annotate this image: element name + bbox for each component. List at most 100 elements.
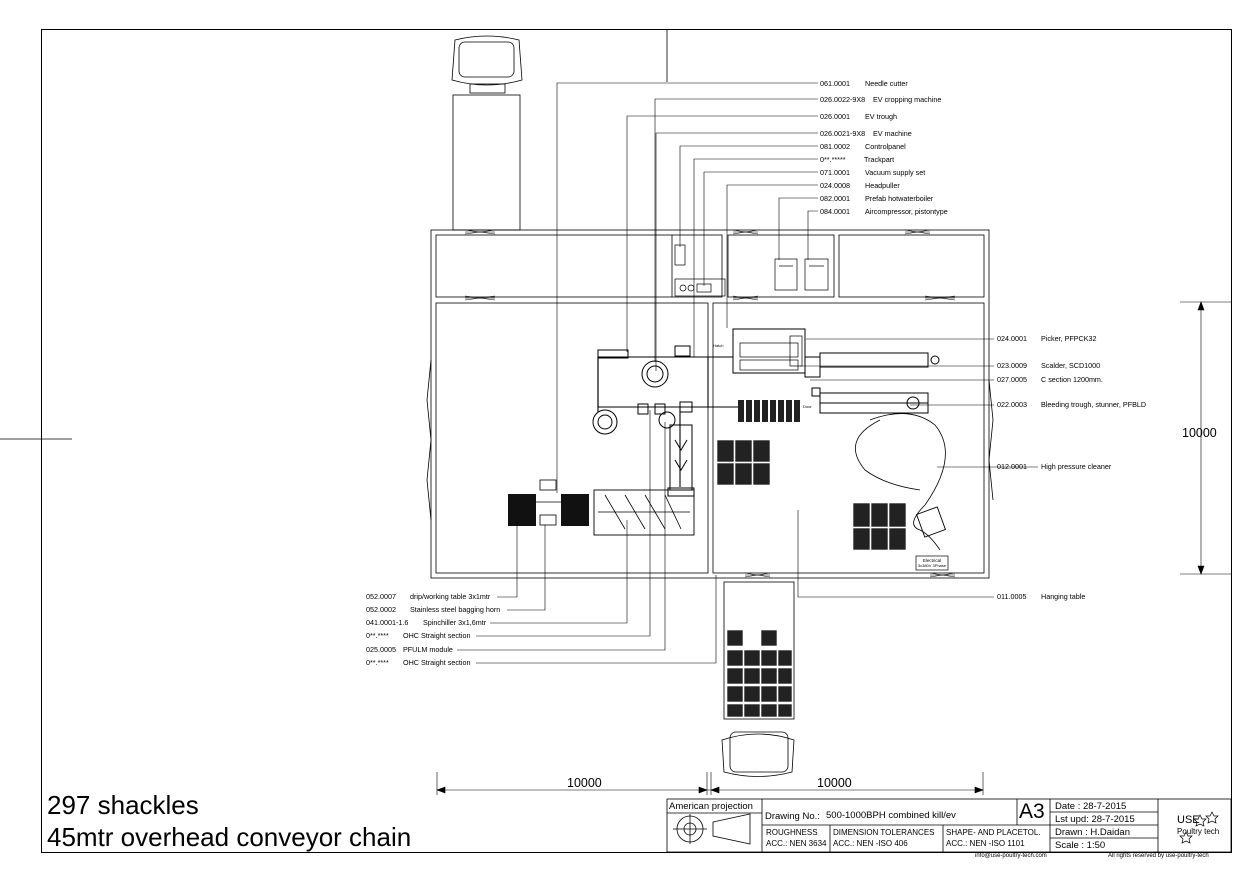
- top-text-5: Trackpart: [864, 155, 894, 164]
- overhead-conveyor-track: [597, 356, 740, 487]
- bottom-text-5: OHC Straight section: [403, 658, 471, 667]
- dimension-vertical: [1180, 301, 1231, 575]
- right-code-1: 023.0009: [997, 361, 1027, 370]
- high-pressure-cleaner-hose: [869, 413, 946, 551]
- bottom-code-2: 041.0001-1.6: [366, 618, 408, 627]
- sheet-size: A3: [1019, 800, 1045, 823]
- scale: Scale : 1:50: [1055, 840, 1106, 851]
- top-text-2: EV trough: [865, 112, 897, 121]
- bottom-code-4: 025.0005: [366, 645, 396, 654]
- top-code-0: 061.0001: [820, 79, 850, 88]
- top-code-7: 024.0008: [820, 181, 850, 190]
- company-name: USE: [1177, 814, 1200, 826]
- title-block-grid: [666, 798, 1232, 853]
- right-code-0: 024.0001: [997, 334, 1027, 343]
- picker: [732, 328, 806, 374]
- door-markers: [464, 229, 956, 578]
- labels-bottom: 052.0007 drip/working table 3x1mtr 052.0…: [366, 592, 500, 667]
- dimension-horizontal: [436, 772, 984, 795]
- drawn-by: Drawn : H.Daidan: [1055, 827, 1130, 838]
- crates-right: [852, 502, 907, 551]
- last-update: Lst upd: 28-7-2015: [1055, 814, 1135, 825]
- electrical-box: [915, 555, 949, 571]
- top-text-8: Prefab hotwaterboiler: [865, 194, 934, 203]
- tolerances-label: DIMENSION TOLERANCES: [833, 828, 935, 837]
- truck-top: [451, 35, 523, 231]
- electrical-label: Electrical: [923, 558, 941, 563]
- right-code-5: 011.0005: [997, 592, 1026, 601]
- bottom-code-0: 052.0007: [366, 592, 396, 601]
- top-text-4: Controlpanel: [865, 142, 906, 151]
- leader-lines-bottom: [457, 410, 717, 664]
- drawing-number-label: Drawing No.:: [765, 811, 820, 822]
- right-code-3: 022.0003: [997, 400, 1027, 409]
- dimension-left-value: 10000: [567, 776, 602, 790]
- dimension-vertical-value: 10000: [1182, 426, 1217, 440]
- right-code-2: 027.0005: [997, 375, 1027, 384]
- bagging-horn: [536, 479, 561, 526]
- electrical-sub-label: 3x380V 3Phase: [918, 563, 947, 568]
- top-text-1: EV cropping machine: [873, 95, 941, 104]
- bottom-text-0: drip/working table 3x1mtr: [410, 592, 491, 601]
- note-shackles: 297 shackles: [47, 790, 199, 820]
- high-pressure-cleaner: [915, 506, 947, 538]
- high-pressure-cleaner-loop: [855, 419, 921, 491]
- top-code-2: 026.0001: [820, 112, 850, 121]
- top-code-3: 026.0021-9X8: [820, 129, 865, 138]
- labels-top: 061.0001 Needle cutter 026.0022-9X8 EV c…: [820, 79, 948, 216]
- right-text-0: Picker, PFPCK32: [1041, 334, 1097, 343]
- conveyor-wheels: [592, 345, 693, 435]
- bottom-code-5: 0**.****: [366, 658, 389, 667]
- top-code-4: 081.0002: [820, 142, 850, 151]
- right-text-4: High pressure cleaner: [1041, 462, 1112, 471]
- bottom-code-1: 052.0002: [366, 605, 396, 614]
- hatch-label: Hatch: [713, 343, 723, 348]
- top-text-9: Aircompressor, pistontype: [865, 207, 948, 216]
- drip-table-right: [561, 494, 589, 526]
- top-code-6: 071.0001: [820, 168, 850, 177]
- drawing-number: 500-1000BPH combined kill/ev: [826, 810, 956, 821]
- date: Date : 28-7-2015: [1055, 801, 1127, 812]
- crate-stack-line: [738, 400, 800, 422]
- boiler-units: [774, 258, 829, 291]
- top-text-0: Needle cutter: [865, 79, 908, 88]
- right-text-1: Scalder, SCD1000: [1041, 361, 1100, 370]
- building-walls: [426, 229, 994, 579]
- drip-table-left: [508, 494, 536, 526]
- ev-machine: [667, 424, 695, 497]
- right-text-5: Hanging table: [1041, 592, 1085, 601]
- crates-on-truck: [726, 629, 793, 718]
- bottom-text-4: PFULM module: [403, 645, 453, 654]
- leader-lines-right: [797, 338, 1038, 598]
- shape-label: SHAPE- AND PLACETOL.: [946, 828, 1041, 837]
- truck-bottom: [721, 581, 795, 777]
- control-panel-unit: [674, 244, 726, 297]
- top-text-7: Headpuller: [865, 181, 900, 190]
- top-text-6: Vacuum supply set: [865, 168, 925, 177]
- bleeding-trough: [811, 387, 929, 414]
- drawing-frame: [41, 29, 1232, 853]
- spinchiller-auger: [598, 494, 690, 530]
- projection-label: American projection: [669, 801, 753, 812]
- top-code-1: 026.0022-9X8: [820, 95, 865, 104]
- top-code-9: 084.0001: [820, 207, 850, 216]
- company-subtitle: Poultry tech: [1177, 827, 1220, 836]
- scalder: [804, 352, 940, 378]
- picker-detail: [739, 335, 803, 371]
- right-text-2: C section 1200mm.: [1041, 375, 1103, 384]
- door-label: Door: [803, 404, 812, 409]
- right-text-3: Bleeding trough, stunner, PFBLD: [1041, 400, 1146, 409]
- bottom-text-2: Spinchiller 3x1,6mtr: [423, 618, 487, 627]
- leader-lines-top: [556, 82, 818, 493]
- tolerances-value: ACC.: NEN -ISO 406: [833, 839, 908, 848]
- projection-symbol: [673, 813, 751, 845]
- company-email: info@use-poultry-tech.com: [975, 853, 1047, 859]
- spinchiller: [593, 489, 695, 536]
- bottom-code-3: 0**.****: [366, 631, 389, 640]
- right-code-4: 012.0001: [997, 462, 1027, 471]
- top-code-5: 0**.*****: [820, 155, 846, 164]
- top-text-3: EV machine: [873, 129, 912, 138]
- rights-notice: All rights reserved by use-poultry-tech: [1108, 853, 1209, 859]
- bottom-text-1: Stainless steel bagging horn: [410, 605, 500, 614]
